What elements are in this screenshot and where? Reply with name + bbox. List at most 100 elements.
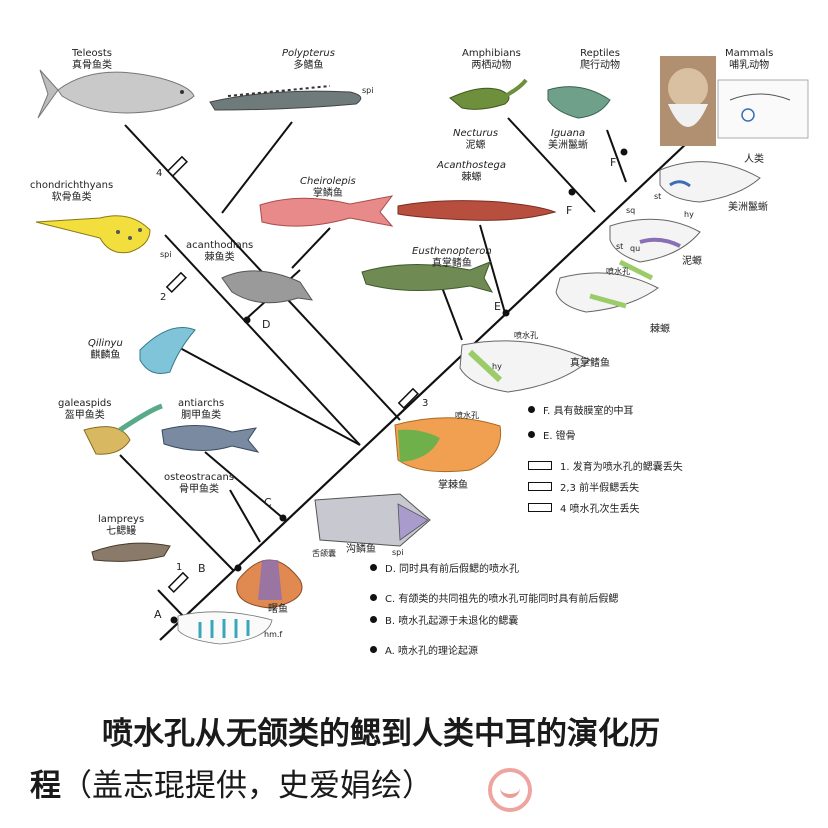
teleost-fish xyxy=(37,69,195,119)
branch-cheirolepis xyxy=(291,227,331,269)
spiracle-label-zhangjiyu: 喷水孔 xyxy=(455,411,479,420)
polypterus-spi-tag: spi xyxy=(362,86,374,95)
caption-credit: （盖志琨提供，史爱娟绘） xyxy=(61,768,433,804)
bar-number-2: 2 xyxy=(160,292,167,303)
amphibian-salamander xyxy=(449,78,528,110)
legend-bar-icon xyxy=(528,482,552,491)
branch-acanthostega xyxy=(479,224,506,314)
bullet-dot-icon xyxy=(370,564,377,571)
qu-label: qu xyxy=(630,244,641,253)
bar-1 xyxy=(167,571,189,593)
skull-label-shuyu: 曙鱼 xyxy=(268,604,288,615)
legend-item-1: 1. 发育为喷水孔的鳃囊丢失 xyxy=(528,458,683,473)
gouliyu-spi-label: spi xyxy=(392,548,404,557)
bar-4 xyxy=(166,155,188,177)
node-letter-f-iguana: F xyxy=(610,156,617,169)
node-note-b: B. 喷水孔起源于未退化的鳃囊 xyxy=(370,612,518,627)
branch-polypterus xyxy=(221,121,293,214)
node-f-dot-necturus xyxy=(568,188,576,196)
skull-label-necturus: 泥螈 xyxy=(682,256,702,267)
galeaspid-fish xyxy=(83,403,163,455)
legend-dot-icon xyxy=(528,406,535,413)
bullet-dot-icon xyxy=(370,646,377,653)
node-note-c: C. 有颌类的共同祖先的喷水孔可能同时具有前后假鳃 xyxy=(370,590,618,605)
skull-label-human: 人类 xyxy=(744,154,764,165)
node-b-dot xyxy=(234,564,242,572)
cheirolepis-fish xyxy=(259,195,394,227)
watermark-logo-icon xyxy=(488,768,532,812)
node-e-dot xyxy=(502,309,510,317)
branch-osteostracans xyxy=(229,489,261,543)
bullet-dot-icon xyxy=(370,594,377,601)
node-letter-b: B xyxy=(198,562,206,575)
spiracle-label-necturus: 喷水孔 xyxy=(606,267,630,276)
polypterus-fish xyxy=(209,85,362,111)
agnathan-gill-diagram xyxy=(177,611,273,645)
mammal-portrait xyxy=(660,56,716,146)
iguana-skull xyxy=(659,161,761,203)
bar-3 xyxy=(397,387,419,409)
node-letter-e: E xyxy=(494,300,501,313)
zhangjiyu-skull xyxy=(394,417,502,473)
legend-dot-icon xyxy=(528,431,535,438)
legend-bar-icon xyxy=(528,503,552,512)
st-label-iguana: st xyxy=(654,192,662,201)
legend-item-23: 2,3 前半假鳃丢失 xyxy=(528,479,639,494)
cladogram xyxy=(35,56,809,645)
bar-number-3: 3 xyxy=(422,398,429,409)
node-letter-a: A xyxy=(154,608,162,621)
main-trunk xyxy=(159,141,689,641)
eusthenopteron-fish xyxy=(361,261,494,293)
node-d-dot xyxy=(243,316,251,324)
node-note-d: D. 同时具有前后假鳃的喷水孔 xyxy=(370,560,519,575)
node-letter-d: D xyxy=(262,318,271,331)
branch-eusthenopteron xyxy=(439,281,463,341)
spiracle-label-eusthenopteron: 喷水孔 xyxy=(514,331,538,340)
bullet-dot-icon xyxy=(370,616,377,623)
skull-label-eusthenopteron: 真掌鳍鱼 xyxy=(570,358,610,369)
node-c-dot xyxy=(279,514,287,522)
skull-label-acanthostega: 棘螈 xyxy=(650,324,670,335)
node-note-a: A. 喷水孔的理论起源 xyxy=(370,642,478,657)
skull-label-gouliyu: 沟鳞鱼 xyxy=(346,544,376,555)
skull-label-iguana: 美洲鬣蜥 xyxy=(728,202,768,213)
chondrichthyan-spi-tag: spi xyxy=(160,250,172,259)
branch-reptiles xyxy=(606,129,627,183)
hy-label-necturus: hy xyxy=(684,210,694,219)
branch-lampreys xyxy=(157,589,184,617)
gouliyu-head xyxy=(314,493,431,547)
branch-antiarchs xyxy=(204,451,285,520)
legend-item-4: 4 喷水孔次生丢失 xyxy=(528,500,640,515)
node-a-dot xyxy=(170,616,178,624)
bar-number-1: 1 xyxy=(176,562,183,573)
tongue-sac-label: 舌颌囊 xyxy=(312,549,336,558)
antiarch-fish xyxy=(161,424,260,453)
node-f-dot-iguana xyxy=(620,148,628,156)
chondrichthyan-ray xyxy=(35,215,151,254)
branch-galeaspids xyxy=(119,454,234,571)
skull-label-zhangjiyu: 掌棘鱼 xyxy=(438,480,468,491)
sq-label: sq xyxy=(626,206,636,215)
bar-number-4: 4 xyxy=(156,168,163,179)
legend-bar-icon xyxy=(528,461,552,470)
acanthostega-skull xyxy=(555,272,659,313)
branch-amphibians xyxy=(507,117,596,213)
acanthodian-fish xyxy=(221,270,314,304)
caption-line-2a: 程 xyxy=(30,768,61,804)
branch-qilinyu xyxy=(179,347,361,446)
hmf-label: hm.f xyxy=(264,630,283,639)
hy-label-eusthenopteron: hy xyxy=(492,362,502,371)
branch-chondrichthyans xyxy=(164,234,361,446)
